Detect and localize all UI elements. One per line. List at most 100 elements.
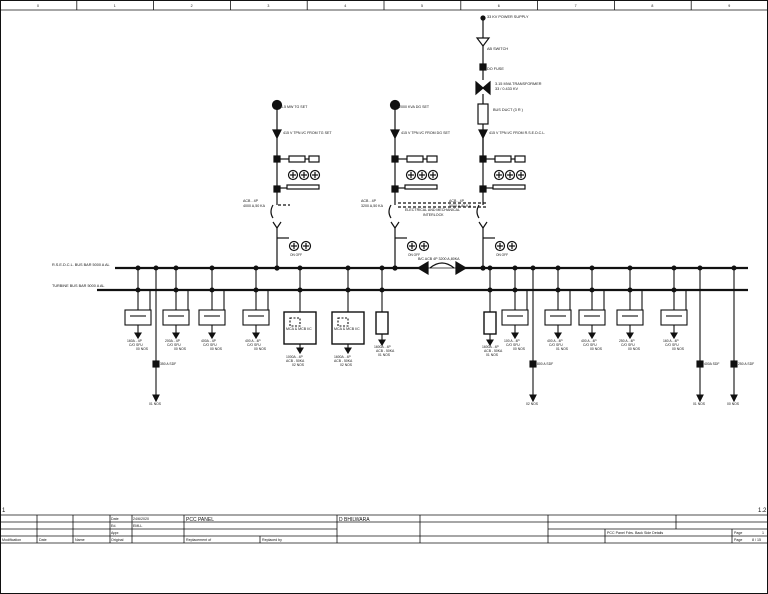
- bus-coupler-label: B/C ACB 4P 3200 A,80KA: [418, 257, 460, 261]
- incomer-acb-label: ACB - 4P: [449, 199, 465, 203]
- mcb-box-right: MCA & MCB I/C: [334, 327, 360, 331]
- ab-switch-label: AB SWITCH: [487, 47, 508, 51]
- sdf-box: [529, 360, 537, 368]
- feeder-rating: 400A - 4P: [201, 339, 217, 343]
- feeder-count: 00 NOS: [254, 347, 267, 351]
- project-title: PCC PANEL: [186, 517, 214, 523]
- interlock-link: [278, 202, 486, 208]
- bus-coupler: [416, 260, 468, 276]
- sdf-count: 01 NOS: [693, 402, 706, 406]
- ruler-label: 8: [651, 4, 653, 8]
- feeder-count: 01 NOS: [556, 347, 569, 351]
- interlock-line2: INTERLOCK: [423, 213, 444, 217]
- sdf-count: 01 NOS: [149, 402, 162, 406]
- incomer-acb-rating: 3200 A,50 KA: [361, 204, 384, 208]
- feeder-left-6: [331, 265, 365, 355]
- bus-label-rseb: R.S.E.D.C.L. BUS BAR 5000 A AL: [52, 263, 110, 267]
- incomer-number: 2: [393, 103, 396, 109]
- feeder-left-4: [242, 265, 270, 340]
- feeder-left-7: [375, 265, 389, 347]
- incomer-number: 1: [275, 103, 278, 109]
- feeder-rating: 1000A - 4P: [286, 355, 304, 359]
- sdf-drop-1: [152, 265, 160, 403]
- incomer-arrow: [272, 129, 282, 140]
- feeder-rating: 400 A - 4P: [245, 339, 261, 343]
- feeder-count: 00 NOS: [136, 347, 149, 351]
- feeder-type: C/O SFU: [549, 343, 563, 347]
- feeder-rating: 200A - 4P: [165, 339, 181, 343]
- transformer-label-2: 33 / 0.433 KV: [495, 87, 518, 91]
- feeder-left-1: [124, 265, 152, 340]
- feeder-type: ACB - 50KA: [376, 349, 395, 353]
- feeder-right-2: [501, 265, 529, 340]
- ruler-label: 2: [191, 4, 193, 8]
- drawing-title: PCC Panel Fdrs. Back Side Details: [607, 531, 663, 535]
- date-value: 24/6/2020: [133, 517, 149, 521]
- feeder-count: 02 NOS: [292, 363, 305, 367]
- incomer-number-badge: [389, 99, 401, 111]
- ed-value: EMLL: [133, 524, 142, 528]
- feeder-rating: 250 A - 4P: [619, 339, 635, 343]
- sdf-label: 800 A SDF: [537, 362, 553, 366]
- bus-label-turbine: TURBINE BUS BAR 5000 A AL: [52, 284, 105, 288]
- feeder-count: 01 NOS: [486, 353, 499, 357]
- feeder-rating: 160 A - 4P: [663, 339, 679, 343]
- interlock-line1: ELECTRICAL AND MECHANICAL: [405, 208, 460, 212]
- appr-label: Appr.: [111, 531, 119, 535]
- date2-label: Date: [39, 538, 47, 542]
- replaced-label: Replaced by: [262, 538, 282, 542]
- indicator-label: ON OFF: [408, 253, 420, 257]
- feeder-left-2: [162, 265, 190, 340]
- feeder-type: ACB - 50KA: [286, 359, 305, 363]
- feeder-type: ACB - 50KA: [334, 359, 353, 363]
- page-value: 1: [762, 531, 764, 535]
- page2-value: 8 / 15: [752, 538, 761, 542]
- feeder-count: 01 NOS: [378, 353, 391, 357]
- feeder-count: 02 NOS: [340, 363, 353, 367]
- incomer-acb-rating: 5000 A,80 KA: [449, 204, 472, 208]
- feeder-type: C/O SFU: [665, 343, 679, 347]
- ruler-label: 1: [114, 4, 116, 8]
- replacement-label: Replacement of: [186, 538, 211, 542]
- feeder-type: C/O SFU: [129, 343, 143, 347]
- mcb-box-left: MCA & MCB I/C: [286, 327, 312, 331]
- feeder-right-4: [578, 265, 606, 340]
- transformer-label-1: 3.15 MVA TRANSFORMER: [495, 82, 542, 86]
- indicator-label: ON OFF: [496, 253, 508, 257]
- incomer-1: [270, 99, 321, 271]
- ruler-label: 6: [498, 4, 500, 8]
- feeder-type: C/O SFU: [506, 343, 520, 347]
- sdf-label: 400A SDF: [704, 362, 719, 366]
- sdf-label: 350 A SDF: [160, 362, 176, 366]
- name-label: Name: [75, 538, 85, 542]
- incomer-arrow: [478, 129, 488, 140]
- incomer-arrow: [390, 129, 400, 140]
- sheet-mark-left: 1: [2, 508, 6, 514]
- feeder-rating: 1600A - 4P: [334, 355, 352, 359]
- incomer-acb-label: ACB - 4P: [361, 199, 377, 203]
- feeder-count: 00 NOS: [174, 347, 187, 351]
- sdf-count: 02 NOS: [526, 402, 539, 406]
- sheet-mark-right: 1.2: [758, 508, 767, 514]
- busduct-label: BUS DUCT (3 R ): [493, 108, 524, 112]
- title-block: [0, 514, 768, 544]
- feeder-type: C/O SFU: [583, 343, 597, 347]
- sdf-drop-3: [696, 265, 704, 403]
- project-location: D BHILWARA: [339, 517, 370, 523]
- ruler-label: 9: [728, 4, 730, 8]
- feeder-type: C/O SFU: [167, 343, 181, 347]
- do-fuse-label: DO FUSE: [487, 67, 504, 71]
- feeder-right-6: [660, 265, 688, 340]
- feeder-rating: 1600A - 4P: [374, 345, 392, 349]
- feeder-left-3: [198, 265, 226, 340]
- modification-label: Modification: [2, 538, 21, 542]
- feeder-count: 00 NOS: [210, 347, 223, 351]
- date-label: Date: [111, 517, 119, 521]
- sdf-box: [730, 360, 738, 368]
- feeder-count: 00 NOS: [628, 347, 641, 351]
